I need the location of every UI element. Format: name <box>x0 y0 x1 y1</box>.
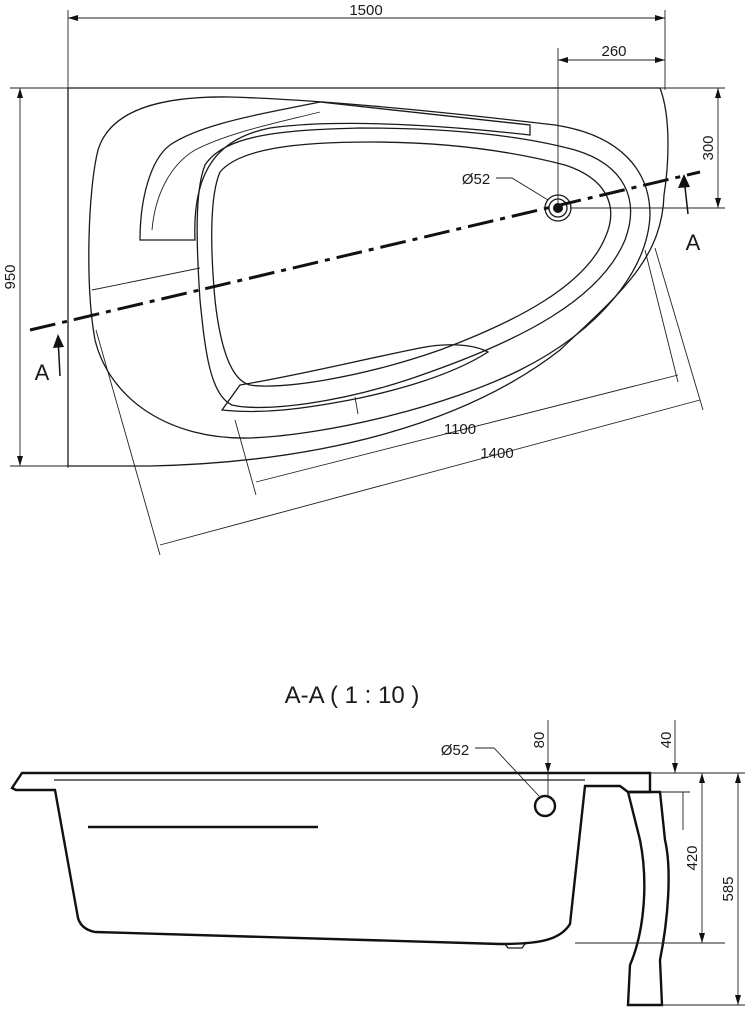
tub-bottom-contour <box>211 141 612 387</box>
drain-fitting <box>504 943 526 949</box>
dim-inner-depth: 420 <box>684 845 701 870</box>
support-leg <box>626 790 670 1007</box>
tub-section-body <box>10 771 652 946</box>
section-title: A-A ( 1 : 10 ) <box>285 682 420 709</box>
dim-overall-depth: 950 <box>2 264 19 289</box>
overflow-leader <box>475 747 540 797</box>
section-arrow-left <box>53 334 64 377</box>
dim-outer-length: 1400 <box>480 445 513 462</box>
plan-view: 1500 260 300 950 1100 1400 Ø52 A A <box>2 2 725 556</box>
dim-overflow-height: 80 <box>531 732 548 749</box>
drain-symbol <box>544 194 572 222</box>
armrest-outline <box>220 344 490 413</box>
dim-overall-width: 1500 <box>349 2 382 19</box>
section-arrowheads <box>545 763 741 1005</box>
drain-label: Ø52 <box>462 171 490 188</box>
dim-rim-thickness: 40 <box>658 732 675 749</box>
dim-total-height: 585 <box>720 876 737 901</box>
dim-inner-length: 1100 <box>444 421 476 438</box>
seat-line <box>91 267 201 291</box>
section-arrow-right <box>678 174 690 215</box>
tub-outer-contour <box>88 96 651 439</box>
drain-leader <box>496 177 549 201</box>
section-marker-left: A <box>35 360 50 385</box>
section-cut-line <box>29 170 701 332</box>
extension-lines <box>10 10 725 556</box>
dimension-lines <box>19 17 719 546</box>
tub-inner-contour <box>196 127 632 409</box>
outer-rim-outline <box>67 87 669 467</box>
overflow-hole <box>533 794 557 818</box>
dim-drain-offset-x: 260 <box>601 43 626 60</box>
section-marker-right: A <box>686 230 701 255</box>
dim-drain-offset-y: 300 <box>700 135 717 160</box>
headrest-inner <box>151 111 321 231</box>
armrest-divider <box>354 396 359 415</box>
dimension-arrowheads <box>17 15 721 466</box>
overflow-label: Ø52 <box>441 742 469 759</box>
section-extension-lines <box>547 720 745 1006</box>
section-view: A-A ( 1 : 10 ) <box>10 682 745 1007</box>
headrest-outline <box>139 101 531 241</box>
